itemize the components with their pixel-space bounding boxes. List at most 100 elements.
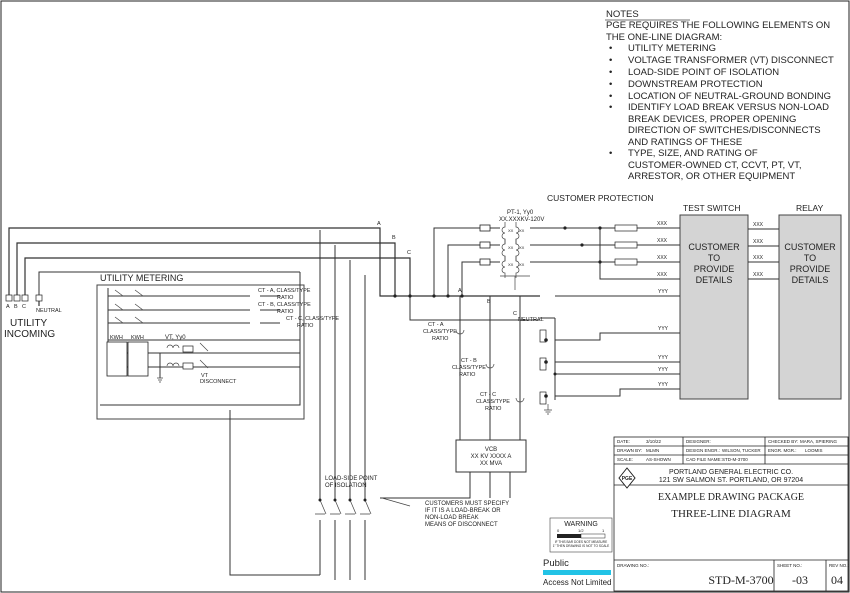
svg-text:IF THIS BAR DOES NOT MEASURE: IF THIS BAR DOES NOT MEASURE: [555, 540, 607, 544]
notes-intro-line: THE ONE-LINE DIAGRAM:: [606, 32, 722, 43]
svg-text:YYY: YYY: [658, 367, 669, 373]
vcb-box: [455, 439, 527, 473]
load-side-label: LOAD-SIDE POINT: [325, 476, 378, 482]
classification-label: Public Access Not Limited: [543, 558, 611, 587]
bullet-icon: •: [609, 55, 612, 66]
svg-text:RATIO: RATIO: [459, 372, 476, 378]
load-side-wiring: [229, 230, 366, 580]
customers-must-specify: NON-LOAD BREAK: [425, 515, 479, 521]
incoming-verticals: [38, 271, 540, 440]
svg-text:0: 0: [557, 528, 560, 533]
utility-metering-label: UTILITY METERING: [100, 273, 183, 283]
svg-text:XX: XX: [508, 228, 514, 233]
warning-label: WARNING: [564, 521, 598, 528]
utility-metering-box: [96, 284, 305, 420]
xxx-labels-left: XXX XXX XXX XXX: [657, 221, 668, 278]
main-bus: [8, 227, 540, 306]
checked-label: CHECKED BY:: [768, 439, 798, 444]
customers-must-specify: CUSTOMERS MUST SPECIFY: [425, 501, 509, 507]
notes-block: NOTES PGE REQUIRES THE FOLLOWING ELEMENT…: [605, 9, 834, 182]
svg-text:CLASS/TYPE: CLASS/TYPE: [476, 399, 510, 405]
pt-section: PT-1, Yy0 XX.XXXKV-120V: [433, 210, 680, 296]
relay-box: [778, 214, 842, 400]
utility-ct-a-ratio: RATIO: [277, 295, 294, 301]
drawn-label: DRAWN BY:: [617, 448, 642, 453]
utility-ct-c-ratio: RATIO: [297, 323, 314, 329]
svg-text:XXX: XXX: [657, 272, 668, 278]
svg-text:1" THEN DRAWING IS NOT TO SCAL: 1" THEN DRAWING IS NOT TO SCALE: [553, 544, 610, 548]
test-switch-box-text: PROVIDE: [694, 264, 735, 274]
revision-number: 04: [831, 573, 843, 587]
svg-text:XXX: XXX: [753, 272, 764, 278]
bus-phase-c: C: [407, 250, 411, 256]
pt-label: PT-1, Yy0: [507, 210, 534, 216]
svg-text:XX: XX: [519, 262, 525, 267]
relay-label: RELAY: [796, 203, 824, 213]
svg-text:RATIO: RATIO: [432, 336, 449, 342]
notes-bullet: IDENTIFY LOAD BREAK VERSUS NON-LOAD: [628, 102, 829, 113]
bullet-icon: •: [609, 148, 612, 159]
classification-bar: [543, 570, 611, 575]
vt-disconnect-label: DISCONNECT: [200, 379, 237, 385]
notes-bullet: AND RATINGS OF THESE: [628, 137, 742, 148]
sheet-no-label: SHEET NO.:: [777, 563, 802, 568]
notes-bullet: TYPE, SIZE, AND RATING OF: [628, 148, 758, 159]
engr-mgr-value: LOOMIS: [805, 448, 823, 453]
svg-text:CLASS/TYPE: CLASS/TYPE: [423, 329, 457, 335]
svg-text:XXX: XXX: [753, 255, 764, 261]
date-label: DATE:: [617, 439, 630, 444]
utility-incoming-label: INCOMING: [4, 329, 55, 340]
customers-must-specify: MEANS OF DISCONNECT: [425, 522, 498, 528]
designer-label: DESIGNER:: [686, 439, 711, 444]
engr-mgr-label: ENGR. MGR.:: [768, 448, 797, 453]
svg-text:XXX: XXX: [657, 238, 668, 244]
utility-ct-b-label: CT - B, CLASS/TYPE: [258, 302, 311, 308]
relay-box-text: PROVIDE: [790, 264, 831, 274]
notes-title: NOTES: [606, 9, 639, 20]
svg-text:VT, Yy0: VT, Yy0: [165, 335, 186, 341]
vcb-label: VCB: [485, 447, 497, 453]
svg-text:CT - A: CT - A: [428, 322, 444, 328]
svg-text:YYY: YYY: [658, 355, 669, 361]
svg-text:XX: XX: [519, 228, 525, 233]
notes-bullet: VOLTAGE TRANSFORMER (VT) DISCONNECT: [628, 55, 834, 66]
test-switch-box: [679, 214, 749, 400]
customer-ct-labels: CT - A CLASS/TYPE RATIO CT - B CLASS/TYP…: [423, 322, 510, 412]
relay-box-text: TO: [804, 253, 816, 263]
phase-c-label: C: [22, 304, 26, 310]
svg-text:YYY: YYY: [658, 289, 669, 295]
pge-logo: PGE: [618, 467, 636, 489]
phase-a-label: A: [6, 304, 10, 310]
svg-text:RATIO: RATIO: [485, 406, 502, 412]
access-label: Access Not Limited: [543, 578, 611, 587]
utility-ct-a-label: CT - A, CLASS/TYPE: [258, 288, 311, 294]
test-switch-box-text: DETAILS: [696, 275, 733, 285]
test-switch-label: TEST SWITCH: [683, 203, 740, 213]
ct-shorting-blocks: [539, 329, 557, 415]
svg-text:CT - B: CT - B: [461, 358, 477, 364]
test-switch-box-text: TO: [708, 253, 720, 263]
vcb-rating: XX KV XXXX A: [471, 454, 512, 460]
ct-phase-c: C: [513, 311, 517, 317]
utility-incoming-label: UTILITY: [10, 318, 48, 329]
xxx-labels-right: XXX XXX XXX XXX: [753, 222, 764, 278]
svg-text:YYY: YYY: [658, 382, 669, 388]
sheet-number: -03: [792, 573, 808, 587]
notes-bullet: LOCATION OF NEUTRAL-GROUND BONDING: [628, 91, 831, 102]
scale-label: SCALE:: [617, 457, 633, 462]
svg-text:XX: XX: [508, 262, 514, 267]
svg-text:XX: XX: [508, 245, 514, 250]
svg-text:PGE: PGE: [622, 476, 633, 482]
svg-text:XXX: XXX: [657, 255, 668, 261]
ct-phase-b: B: [487, 299, 491, 305]
pt-rating: XX.XXXKV-120V: [499, 217, 544, 223]
design-engr-label: DESIGN ENGR.:: [686, 448, 720, 453]
svg-text:XXX: XXX: [657, 221, 668, 227]
cad-value: STD-M-3700: [722, 457, 748, 462]
svg-text:KWH: KWH: [110, 335, 123, 341]
vcb-mva: XX MVA: [480, 461, 502, 467]
test-switch-box-text: CUSTOMER: [688, 242, 740, 252]
bus-phase-b: B: [392, 235, 396, 241]
svg-text:XXX: XXX: [753, 239, 764, 245]
